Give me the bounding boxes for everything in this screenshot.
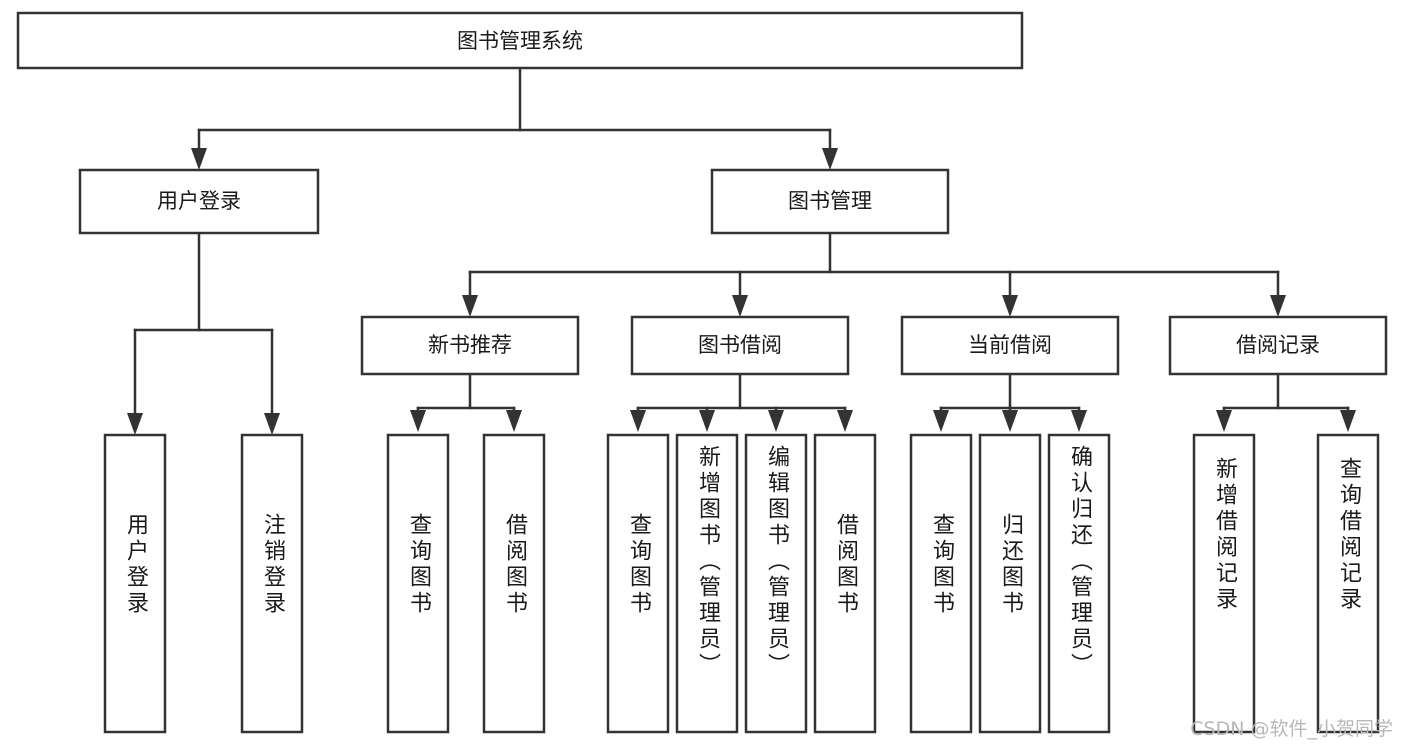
leaf-box-add-record[interactable] (1192, 433, 1256, 734)
leaf-box-edit-book[interactable] (744, 433, 808, 734)
arrow-to-leaf-query-book-b (630, 410, 646, 432)
arrow-to-borrow-record (1270, 295, 1286, 317)
arrow-to-leaf-borrow-book-a (506, 410, 522, 432)
arrow-to-book-borrow (732, 295, 748, 317)
arrow-to-leaf-logout (264, 413, 280, 435)
leaf-box-query-record[interactable] (1316, 433, 1380, 734)
arrow-to-leaf-query-book-a (410, 410, 426, 432)
root-box-shape (16, 11, 1024, 70)
new-book-recommend-label: 新书推荐 (428, 333, 512, 357)
book-management-label: 图书管理 (788, 189, 872, 213)
arrow-to-book-management (822, 148, 838, 170)
arrow-to-leaf-user-login (127, 413, 143, 435)
leaf-box-user-login[interactable] (103, 433, 167, 734)
new-book-recommend-box-shape (360, 315, 580, 376)
arrow-to-leaf-confirm-return (1071, 410, 1087, 432)
leaf-box-borrow-book-a[interactable] (482, 433, 546, 734)
leaf-box-return-book[interactable] (978, 433, 1042, 734)
node-book-borrow[interactable]: 图书借阅 (630, 315, 850, 376)
arrow-to-leaf-edit-book (768, 410, 784, 432)
root-label: 图书管理系统 (457, 29, 583, 53)
node-current-borrow[interactable]: 当前借阅 (900, 315, 1120, 376)
leaf-box-query-book-c[interactable] (909, 433, 973, 734)
borrow-record-label: 借阅记录 (1236, 333, 1320, 357)
node-root-book-management-system[interactable]: 图书管理系统 (16, 11, 1024, 70)
user-login-box-shape (78, 168, 320, 235)
current-borrow-label: 当前借阅 (968, 333, 1052, 357)
leaf-box-query-book-b[interactable] (606, 433, 670, 734)
node-book-management[interactable]: 图书管理 (710, 168, 950, 235)
arrow-to-current-borrow (1002, 295, 1018, 317)
arrow-to-leaf-borrow-book-b (837, 410, 853, 432)
leaf-box-add-book[interactable] (675, 433, 739, 734)
book-borrow-label: 图书借阅 (698, 333, 782, 357)
arrow-to-user-login (191, 148, 207, 170)
arrow-to-new-book-recommend (462, 295, 478, 317)
book-borrow-box-shape (630, 315, 850, 376)
connectors-layer (127, 66, 1356, 435)
user-login-label: 用户登录 (157, 189, 241, 213)
leaf-box-borrow-book-b[interactable] (813, 433, 877, 734)
book-management-box-shape (710, 168, 950, 235)
leaf-box-query-book-a[interactable] (386, 433, 450, 734)
borrow-record-box-shape (1168, 315, 1388, 376)
arrow-to-leaf-add-record (1216, 410, 1232, 432)
node-new-book-recommend[interactable]: 新书推荐 (360, 315, 580, 376)
arrow-to-leaf-return-book (1002, 410, 1018, 432)
current-borrow-box-shape (900, 315, 1120, 376)
arrow-to-leaf-query-record (1340, 410, 1356, 432)
arrow-to-leaf-add-book (699, 410, 715, 432)
node-user-login[interactable]: 用户登录 (78, 168, 320, 235)
leaf-boxes-layer (103, 433, 1380, 734)
leaf-box-confirm-return[interactable] (1047, 433, 1111, 734)
arrow-to-leaf-query-book-c (933, 410, 949, 432)
leaf-box-logout[interactable] (240, 433, 304, 734)
node-borrow-record[interactable]: 借阅记录 (1168, 315, 1388, 376)
